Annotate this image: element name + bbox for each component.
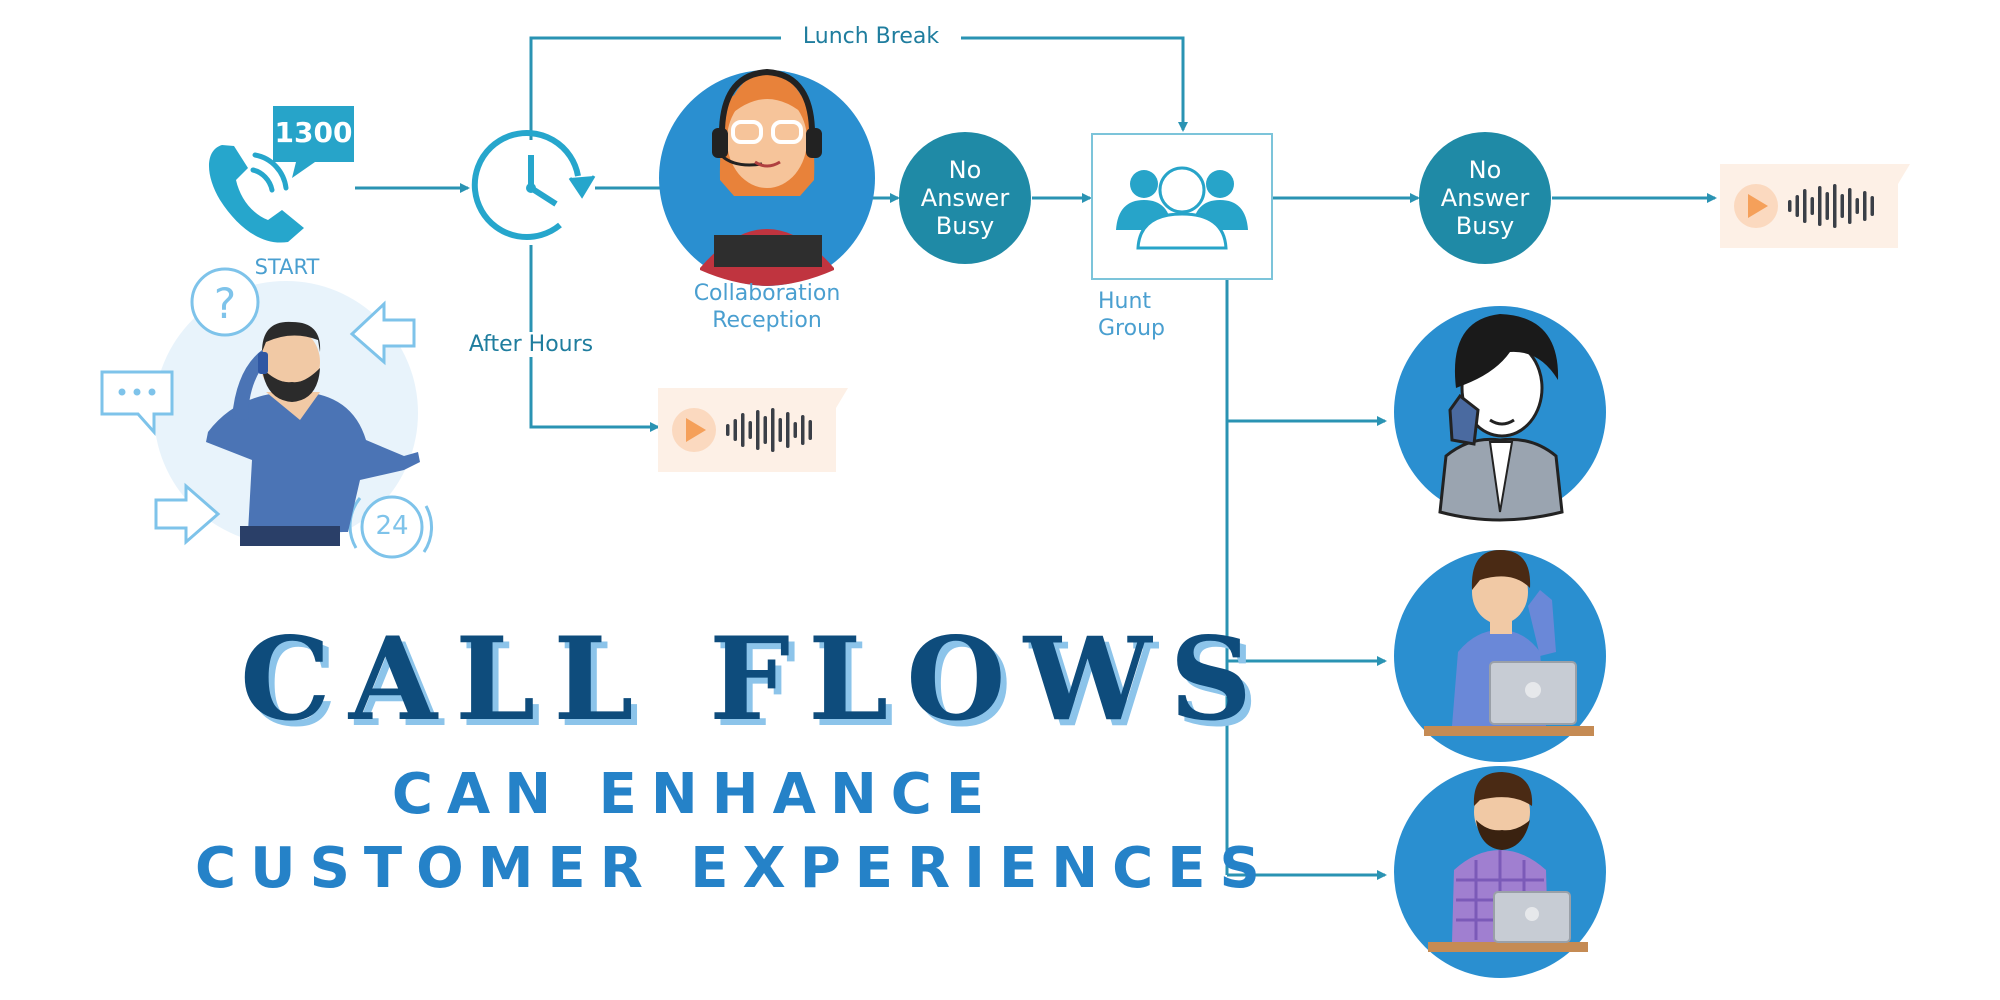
connector-after-hours [529,245,660,432]
chat-bubble-icon [100,370,174,436]
phone-icon [208,145,304,243]
waveform-bar [808,420,812,440]
no-answer-1-line1: No [948,156,982,184]
svg-text:?: ? [214,279,236,328]
arrow-left-icon [349,300,416,366]
24-hour-badge-text: 24 [375,511,409,541]
subtitle-line1: CAN ENHANCE [391,762,999,827]
hunt-group-label-line1: Hunt [1098,289,1152,314]
agent-avatar-1 [1394,306,1606,522]
voicemail-card-after-hours [658,388,848,472]
waveform-bar [778,418,782,442]
waveform-bar [763,416,767,444]
agent-avatar-3 [1394,766,1606,978]
waveform-bar [741,413,745,447]
waveform-bar [793,422,797,438]
waveform-bar [771,408,775,452]
no-answer-2-line3: Busy [1455,212,1515,240]
hunt-group-label: Hunt Group [1098,288,1198,342]
waveform-bar [1825,192,1829,220]
waveform-bar [786,412,790,448]
connectors [355,36,1717,880]
waveform-bar [726,424,730,436]
waveform-bar [1803,189,1807,223]
page-title: CALL FLOWS [240,612,1270,746]
number-bubble-text: 1300 [274,116,353,149]
no-answer-busy-node-2 [1419,132,1551,264]
reception-label-line1: Collaboration [693,281,841,306]
waveform-icon [726,408,812,452]
waveform-bar [801,415,805,445]
voicemail-card-after-hunt [1720,164,1910,248]
no-answer-busy-text-2: No Answer Busy [1419,156,1551,240]
waveform-bar [1788,200,1792,212]
waveform-bar [756,410,760,450]
waveform-bar [1848,188,1852,224]
waveform-bar [1833,184,1837,228]
hunt-group-label-line2: Group [1098,316,1165,341]
waveform-icon [1788,184,1874,228]
no-answer-1-line3: Busy [935,212,995,240]
no-answer-busy-text-1: No Answer Busy [899,156,1031,240]
agent-avatar-2 [1394,550,1606,762]
waveform-bar [1863,191,1867,221]
reception-agent-avatar [659,68,875,286]
number-bubble [273,106,354,178]
customer-caller-illustration: ? [100,267,434,559]
no-answer-2-line2: Answer [1440,184,1530,212]
lunch-break-label: Lunch Break [781,24,961,49]
waveform-bar [1840,194,1844,218]
subtitle-line2: CUSTOMER EXPERIENCES [195,836,1274,901]
arrow-right-icon [154,482,221,546]
no-answer-1-line2: Answer [920,184,1010,212]
no-answer-busy-node-1 [899,132,1031,264]
clock-icon [471,130,596,240]
waveform-bar [1795,195,1799,217]
waveform-bar [1818,186,1822,226]
waveform-bar [1855,198,1859,214]
24-hour-icon [360,495,424,559]
waveform-bar [733,419,737,441]
waveform-bar [1870,196,1874,216]
after-hours-label: After Hours [456,332,606,357]
start-label: START [254,255,320,279]
group-icon [1091,133,1273,280]
no-answer-2-line1: No [1468,156,1502,184]
waveform-bar [748,421,752,439]
waveform-bar [1810,197,1814,215]
question-icon [190,267,260,337]
reception-label-line2: Reception [712,308,822,333]
reception-label: Collaboration Reception [677,280,857,334]
